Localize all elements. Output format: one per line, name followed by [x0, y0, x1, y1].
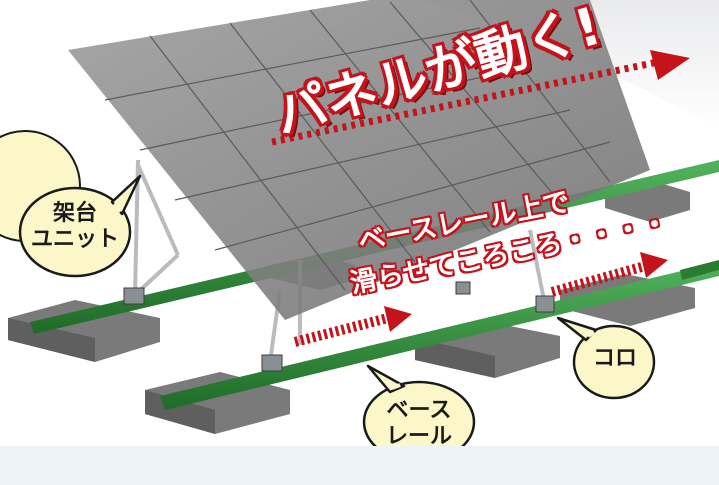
callout-base-rail-line1: ベース: [386, 398, 452, 423]
arrow-right-small-icon: [550, 252, 668, 297]
speech-bubble-icon: [556, 316, 656, 400]
callout-frame-unit: 架台 ユニット: [22, 201, 128, 254]
solar-panel-array: [68, 0, 650, 320]
callout-roller: コロ: [592, 346, 637, 371]
speech-bubble-icon: [362, 364, 476, 464]
bottom-band: [0, 446, 719, 485]
arrow-right-dotted-icon: [271, 50, 690, 146]
speech-bubble-icon: [0, 130, 142, 278]
background-sky: [420, 0, 719, 130]
callout-frame-unit-line1: 架台: [52, 201, 97, 226]
callout-base-rail: ベース レール: [361, 398, 477, 451]
roller-units: [123, 281, 555, 372]
arrow-right-small-icon: [293, 306, 412, 347]
callout-frame-unit-line2: ユニット: [30, 227, 119, 253]
callout-base-rail-line2: レール: [385, 424, 452, 450]
